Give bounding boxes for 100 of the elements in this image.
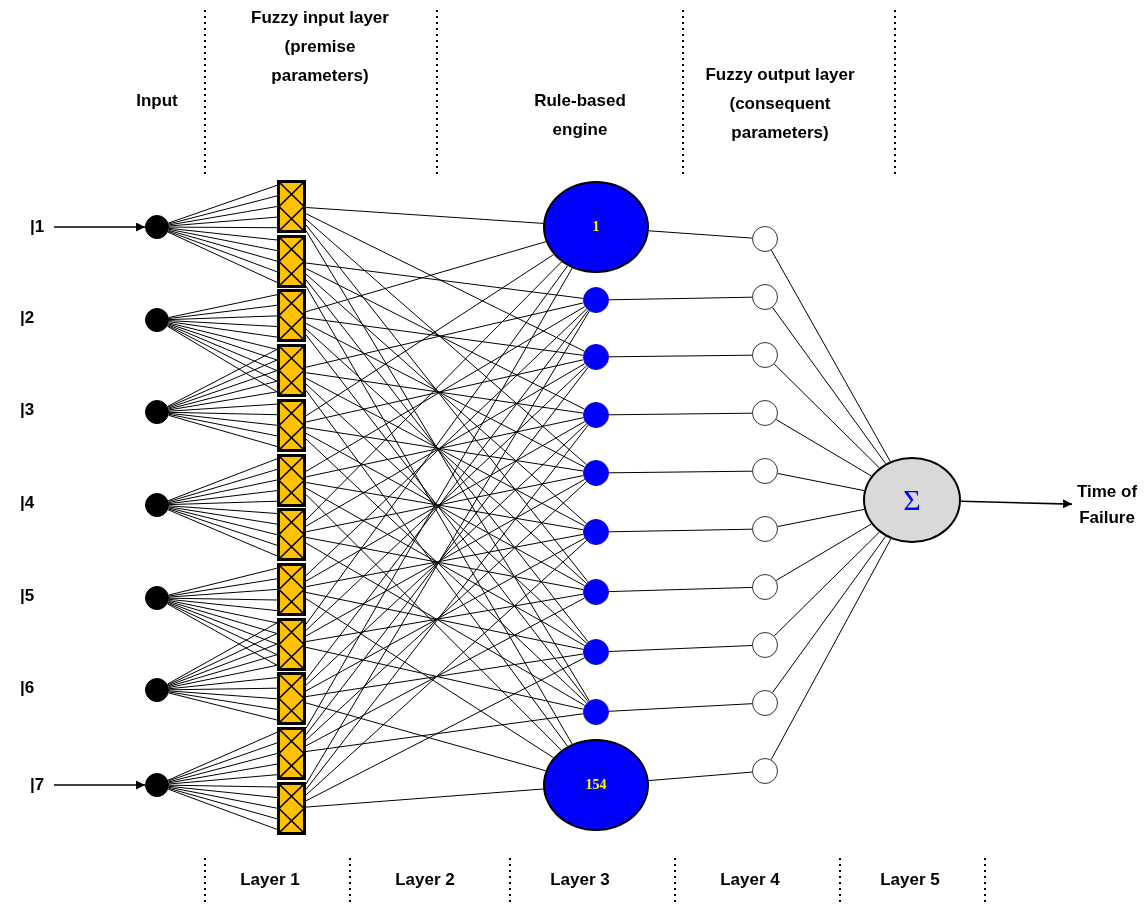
connection-line — [305, 389, 568, 747]
membership-function-box — [277, 234, 306, 288]
connection-line — [167, 458, 278, 506]
arrow — [53, 780, 146, 790]
layer-label: Layer 4 — [719, 869, 781, 891]
connection-line — [777, 473, 865, 492]
connection-line — [770, 249, 891, 462]
connection-line — [773, 531, 880, 637]
column-heading: Fuzzy output layer (consequent parameters) — [704, 64, 856, 144]
connection-line — [305, 788, 544, 808]
connection-line — [305, 366, 589, 736]
input-label: |1 — [29, 216, 45, 238]
connection-line — [305, 593, 584, 643]
membership-function-box — [277, 508, 306, 562]
input-node — [145, 308, 169, 332]
connection-line — [305, 702, 547, 772]
sum-symbol: Σ — [903, 483, 921, 517]
connection-line — [167, 348, 278, 411]
connection-line — [305, 417, 584, 478]
connection-line — [608, 586, 753, 593]
membership-function-box — [277, 398, 306, 452]
membership-function-box — [277, 672, 306, 726]
connection-line — [305, 241, 547, 313]
connection-line — [775, 523, 872, 581]
column-heading: Input — [135, 90, 179, 112]
connection-line — [305, 482, 584, 531]
arrow — [53, 222, 146, 232]
connection-line — [305, 310, 590, 785]
membership-function-box — [277, 617, 306, 671]
connection-line — [305, 254, 555, 417]
connection-line — [305, 262, 584, 299]
connection-line — [305, 713, 584, 752]
connection-line — [305, 591, 584, 650]
connection-line — [305, 597, 585, 747]
connection-line — [305, 427, 584, 472]
connection-line — [167, 599, 278, 666]
membership-function-box — [277, 562, 306, 616]
connection-line — [608, 354, 753, 358]
connection-line — [775, 419, 872, 477]
connection-line — [167, 622, 278, 689]
input-node — [145, 773, 169, 797]
output-node — [752, 690, 778, 716]
connection-line — [305, 268, 585, 410]
connection-line — [608, 412, 753, 416]
input-label: |3 — [20, 399, 36, 421]
output-node — [752, 342, 778, 368]
connection-line — [168, 677, 278, 721]
membership-function-box — [277, 453, 306, 507]
membership-function-box — [277, 344, 306, 398]
connection-line — [773, 363, 880, 469]
connection-line — [608, 703, 753, 712]
input-label: |5 — [20, 585, 36, 607]
connection-line — [648, 230, 753, 239]
rule-number: 1 — [592, 219, 600, 235]
connection-line — [305, 424, 589, 790]
membership-function-box — [277, 781, 306, 835]
output-node — [752, 226, 778, 252]
column-heading: Rule-based engine — [533, 90, 627, 141]
connection-line — [168, 567, 278, 612]
connection-line — [305, 224, 589, 583]
input-node — [145, 493, 169, 517]
connection-line — [168, 294, 278, 338]
membership-function-box — [277, 727, 306, 780]
connection-line — [777, 508, 865, 527]
connection-line — [166, 322, 278, 393]
connection-line — [305, 218, 587, 465]
connection-line — [305, 359, 584, 423]
connection-line — [305, 481, 587, 741]
connection-line — [305, 213, 585, 352]
input-label: |7 — [29, 774, 45, 796]
connection-line — [305, 540, 587, 796]
input-label: |2 — [20, 307, 36, 329]
input-label: |6 — [20, 677, 36, 699]
layer-label: Layer 3 — [549, 869, 611, 891]
input-node — [145, 400, 169, 424]
output-node — [752, 458, 778, 484]
output-node — [752, 284, 778, 310]
output-node — [752, 758, 778, 784]
layer-label: Layer 1 — [239, 869, 301, 891]
connection-line — [305, 653, 584, 698]
connection-line — [305, 317, 584, 356]
arrow — [960, 499, 1073, 509]
input-node — [145, 215, 169, 239]
connection-line — [167, 505, 278, 557]
connection-line — [167, 184, 278, 229]
column-heading: Fuzzy input layer (premise parameters) — [250, 7, 390, 87]
connection-line — [305, 302, 584, 368]
connection-line — [305, 372, 584, 414]
connection-line — [608, 470, 753, 474]
connection-line — [305, 207, 544, 224]
output-node — [752, 400, 778, 426]
summation-node — [863, 457, 961, 543]
output-node — [752, 574, 778, 600]
connection-line — [608, 528, 753, 533]
layer-label: Layer 5 — [879, 869, 941, 891]
connection-line — [305, 475, 584, 533]
connection-line — [305, 646, 584, 710]
output-node — [752, 632, 778, 658]
connection-line — [608, 645, 753, 652]
output-label: Time of Failure — [1075, 481, 1139, 529]
